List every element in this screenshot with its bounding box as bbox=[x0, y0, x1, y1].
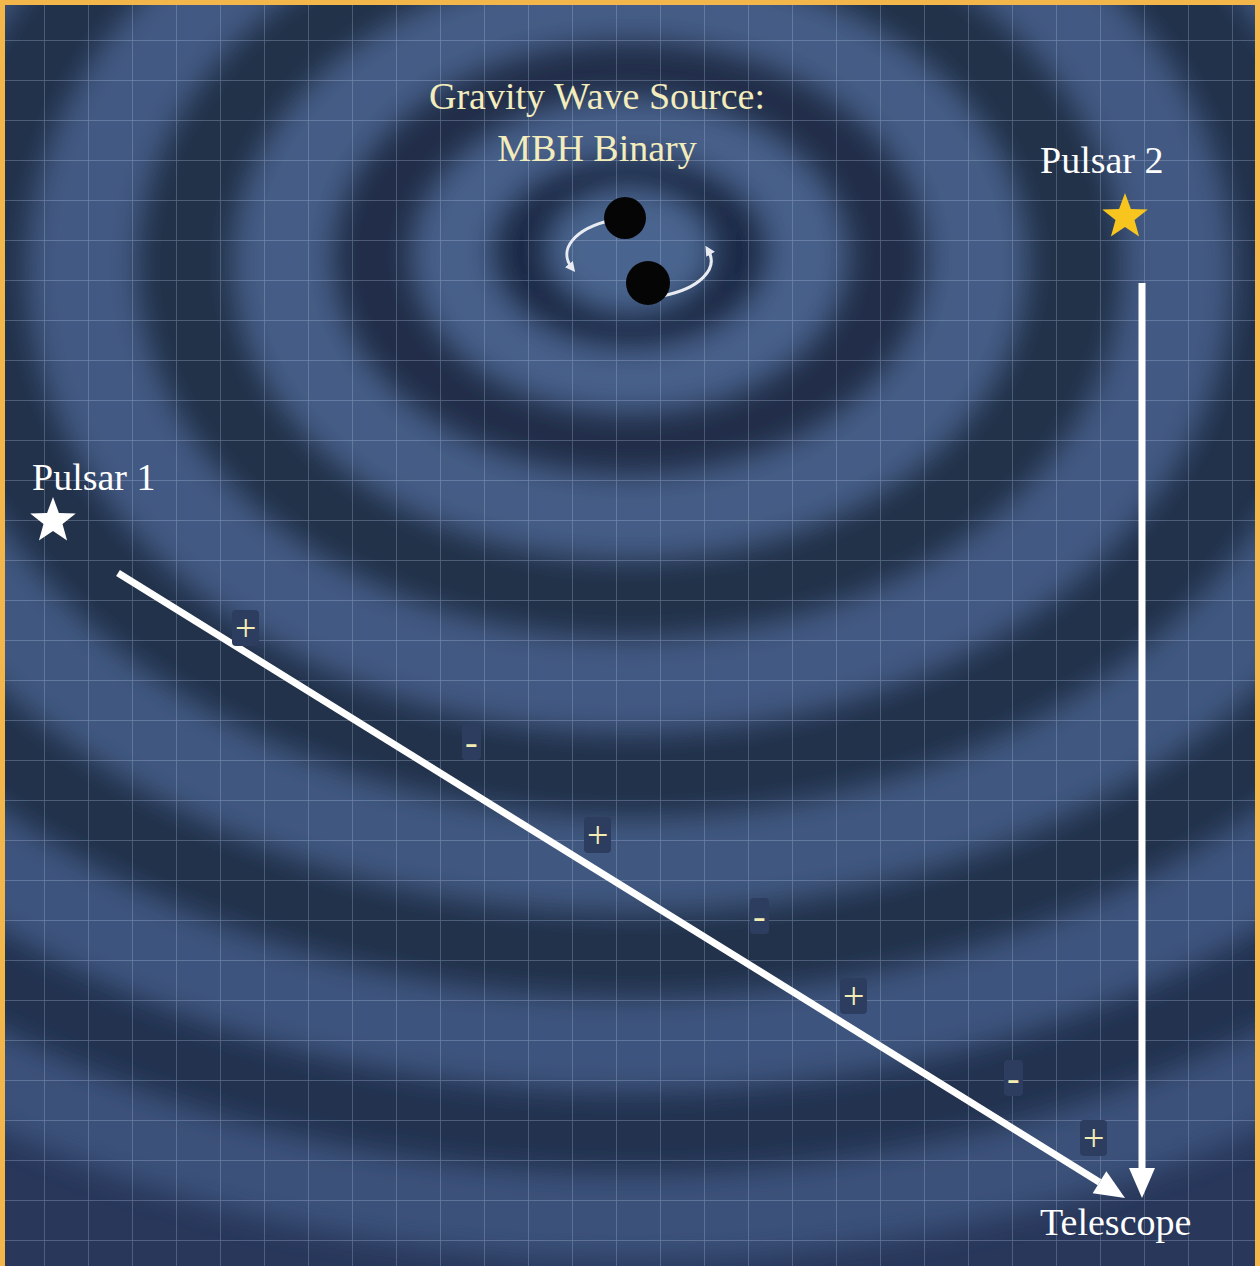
star-shape bbox=[1102, 193, 1148, 236]
black-hole bbox=[626, 261, 670, 305]
node-label: Pulsar 2 bbox=[1040, 138, 1172, 182]
phase-sign: + bbox=[840, 978, 867, 1014]
pulsar-node: Pulsar 1 bbox=[32, 455, 164, 573]
source-label: Gravity Wave Source: MBH Binary bbox=[393, 70, 801, 178]
connector-line bbox=[118, 573, 1100, 1182]
phase-sign: - bbox=[462, 724, 481, 760]
pulsar-star bbox=[26, 493, 80, 547]
phase-sign: + bbox=[584, 817, 611, 853]
binary-orbit bbox=[567, 197, 711, 305]
signal-path-arrow bbox=[118, 573, 1125, 1198]
arrowhead bbox=[1129, 1168, 1155, 1198]
phase-sign: + bbox=[232, 610, 259, 646]
phase-sign: - bbox=[1004, 1060, 1023, 1096]
pulsar-star bbox=[1098, 189, 1152, 243]
telescope-node: Telescope bbox=[1040, 1200, 1200, 1248]
pulsar-node: Pulsar 2 bbox=[1040, 138, 1172, 283]
signal-path-arrow bbox=[1129, 283, 1155, 1198]
arrowhead bbox=[1093, 1171, 1125, 1198]
phase-sign: + bbox=[1080, 1120, 1107, 1156]
phase-sign: - bbox=[750, 898, 769, 934]
node-label: Gravity Wave Source: MBH Binary bbox=[397, 70, 797, 174]
frame-border bbox=[3, 3, 1258, 1266]
node-label: Telescope bbox=[1040, 1200, 1200, 1244]
black-hole bbox=[604, 197, 646, 239]
node-label: Pulsar 1 bbox=[32, 455, 164, 499]
connector-line bbox=[1139, 283, 1146, 1168]
star-shape bbox=[30, 497, 76, 540]
